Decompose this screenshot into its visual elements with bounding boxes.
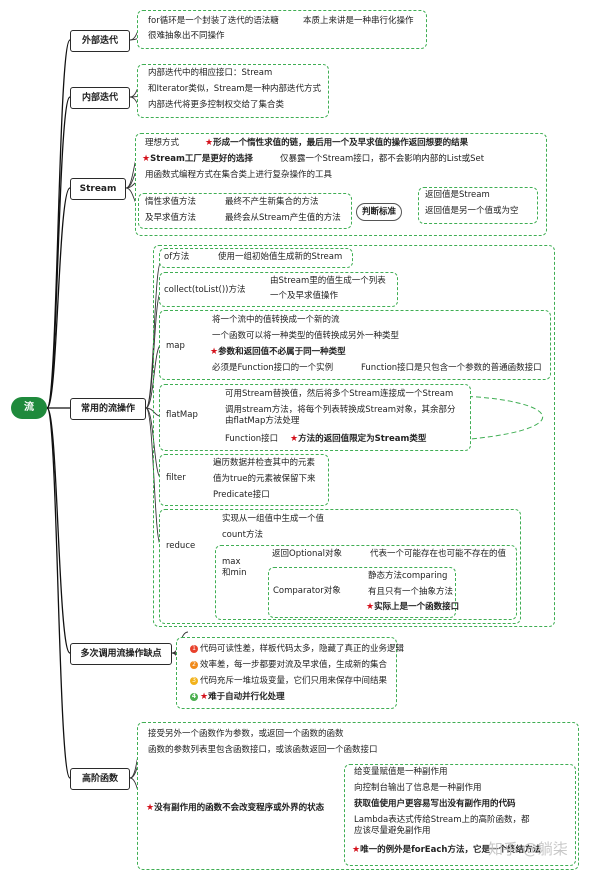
map-item: 必须是Function接口的一个实例 [212,363,334,373]
flatmap-label: flatMap [166,410,198,420]
star-icon: ★ [205,138,214,148]
filter-item: 值为true的元素被保留下来 [213,474,316,484]
factory-value: 仅暴露一个Stream接口，都不会影响内部的List或Set [280,154,485,164]
higher-item: 函数的参数列表里包含函数接口，或该函数返回一个函数接口 [148,745,378,755]
flatmap-box [159,384,471,451]
flatmap-item: ★方法的返回值限定为Stream类型 [290,434,427,444]
category-stream[interactable]: Stream [70,178,126,200]
comparator-item: 静态方法comparing [368,571,448,581]
of-value: 使用一组初始值生成新的Stream [218,252,343,262]
category-internal[interactable]: 内部迭代 [70,87,130,109]
factory-label: ★Stream工厂是更好的选择 [142,154,253,164]
category-external[interactable]: 外部迭代 [70,30,130,52]
side-effect-item: 给变量赋值是一种副作用 [354,767,448,777]
flatmap-item: 可用Stream替换值，然后将多个Stream连接成一个Stream [225,389,454,399]
side-effect-item: Lambda表达式传给Stream上的高阶函数，都应该尽量避免副作用 [354,815,530,836]
judge-item: 返回值是Stream [425,190,490,200]
external-item: 本质上来讲是一种串行化操作 [303,16,414,26]
root-node[interactable]: 流 [11,397,47,419]
flatmap-item: Function接口 [225,434,279,444]
of-box [159,248,353,268]
filter-label: filter [166,473,186,483]
external-item: for循环是一个封装了迭代的语法糖 [148,16,279,26]
watermark: 知乎 @躺柒 [488,840,568,858]
eager-label: 及早求值方法 [145,213,197,223]
map-label: map [166,341,185,351]
idea-label: 理想方式 [145,138,180,148]
functional-tool: 用函数式编程方式在集合类上进行复杂操作的工具 [145,170,333,180]
reduce-item: count方法 [222,530,263,540]
number-badge: 4 [190,693,198,701]
star-icon: ★ [352,845,361,855]
star-icon: ★ [146,803,155,813]
judge-node[interactable]: 判断标准 [356,203,403,221]
filter-item: Predicate接口 [213,490,270,500]
comparator-item: ★实际上是一个函数接口 [366,602,460,612]
collect-label: collect(toList())方法 [164,285,246,295]
filter-item: 遍历数据并检查其中的元素 [213,458,316,468]
side-effect-item: 向控制台输出了信息是一种副作用 [354,783,482,793]
star-icon: ★ [142,154,151,164]
drawback-item: 4★难于自动并行化处理 [190,692,285,702]
flatmap-item: 调用stream方法，将每个列表转换成Stream对象，其余部分由flatMap… [225,405,456,426]
internal-box [137,64,329,118]
drawbacks-box [176,637,397,709]
judge-subbox [138,193,352,229]
map-box [159,310,551,380]
internal-item: 和Iterator类似，Stream是一种内部迭代方式 [148,84,322,94]
internal-item: 内部迭代中的相应接口：Stream [148,68,273,78]
optional-value: 代表一个可能存在也可能不存在的值 [370,549,507,559]
ops-box [153,245,555,627]
comparator-label: Comparator对象 [273,586,341,596]
side-effect-box [344,764,576,866]
side-effect-item: 获取值使用户更容易写出没有副作用的代码 [354,799,516,809]
maxmin-label: max 和min [222,557,247,578]
category-ops[interactable]: 常用的流操作 [70,398,146,420]
reduce-label: reduce [166,541,196,551]
map-item: 将一个流中的值转换成一个新的流 [212,315,340,325]
of-label: of方法 [164,252,190,262]
comparator-item: 有且只有一个抽象方法 [368,587,454,597]
eager-value: 最终会从Stream产生值的方法 [225,213,341,223]
side-effect-label: ★没有副作用的函数不会改变程序或外界的状态 [146,803,325,813]
judge-item: 返回值是另一个值或为空 [425,206,519,216]
side-effect-item: ★唯一的例外是forEach方法，它是一个终结方法 [352,845,541,855]
number-badge: 3 [190,677,198,685]
star-icon: ★ [290,434,299,444]
internal-item: 内部迭代将更多控制权交给了集合类 [148,100,285,110]
lazy-value: 最终不产生新集合的方法 [225,197,319,207]
star-icon: ★ [200,692,209,702]
map-item: 一个函数可以将一种类型的值转换成另外一种类型 [212,331,400,341]
higher-item: 接受另外一个函数作为参数，或返回一个函数的函数 [148,729,344,739]
optional-label: 返回Optional对象 [272,549,342,559]
reduce-item: 实现从一组值中生成一个值 [222,514,325,524]
lazy-label: 惰性求值方法 [145,197,197,207]
category-drawbacks[interactable]: 多次调用流操作缺点 [70,643,172,665]
external-box [137,10,427,49]
star-icon: ★ [210,347,219,357]
map-item: ★参数和返回值不必属于同一种类型 [210,347,346,357]
comparator-box [268,567,456,618]
number-badge: 2 [190,661,198,669]
number-badge: 1 [190,645,198,653]
collect-item: 由Stream里的值生成一个列表 [270,276,386,286]
map-item: Function接口是只包含一个参数的普通函数接口 [361,363,542,373]
category-higher[interactable]: 高阶函数 [70,768,130,790]
filter-box [159,454,329,506]
idea-value: ★形成一个惰性求值的链，最后用一个及早求值的操作返回想要的结果 [205,138,469,148]
star-icon: ★ [366,602,375,612]
judge-items-box [418,187,538,224]
external-item: 很难抽象出不同操作 [148,31,225,41]
collect-item: 一个及早求值操作 [270,291,339,301]
collect-box [159,272,398,307]
